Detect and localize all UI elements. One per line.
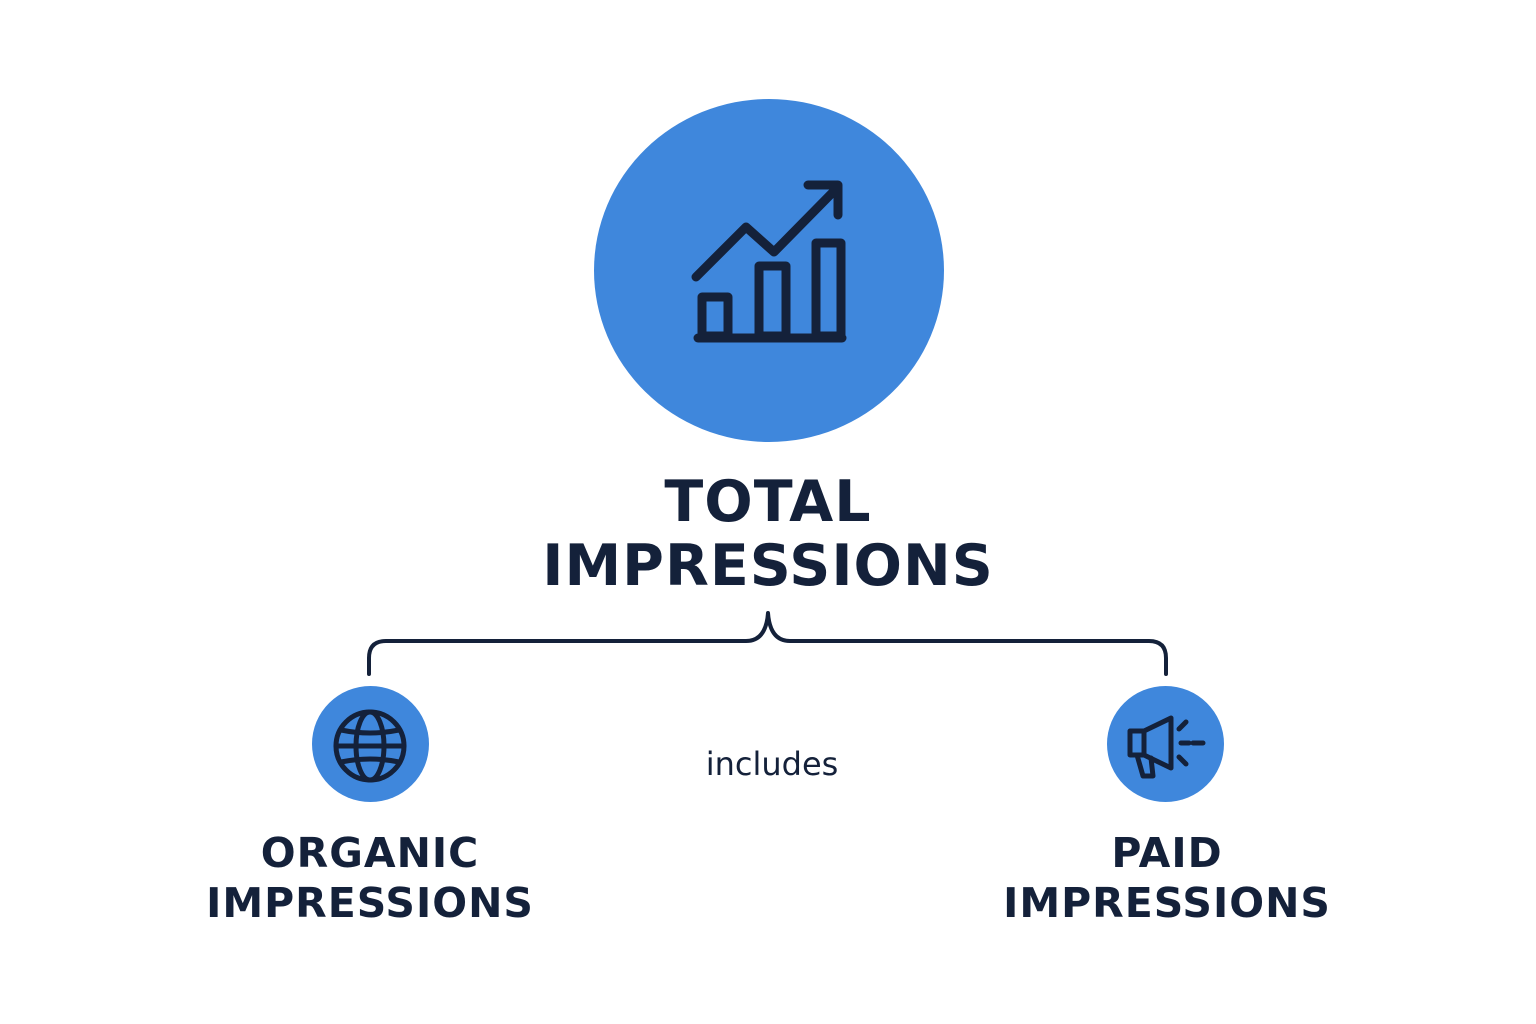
organic-impressions-title-line2: IMPRESSIONS <box>206 879 534 927</box>
paid-impressions-title-line2: IMPRESSIONS <box>1003 879 1331 927</box>
includes-label: includes <box>705 745 839 783</box>
globe-icon <box>333 709 407 783</box>
bar-chart-trending-up-icon <box>691 180 847 343</box>
total-impressions-title-line1: TOTAL <box>664 469 872 535</box>
paid-impressions-title: PAID IMPRESSIONS <box>967 828 1367 928</box>
total-impressions-title: TOTAL IMPRESSIONS <box>468 470 1068 598</box>
paid-impressions-node <box>1107 686 1224 802</box>
megaphone-icon <box>1127 715 1206 779</box>
paid-impressions-title-line1: PAID <box>1111 829 1223 877</box>
total-impressions-title-line2: IMPRESSIONS <box>542 533 994 599</box>
organic-impressions-title-line1: ORGANIC <box>260 829 480 877</box>
organic-impressions-node <box>312 686 429 802</box>
total-impressions-node <box>594 99 944 442</box>
organic-impressions-title: ORGANIC IMPRESSIONS <box>170 828 570 928</box>
